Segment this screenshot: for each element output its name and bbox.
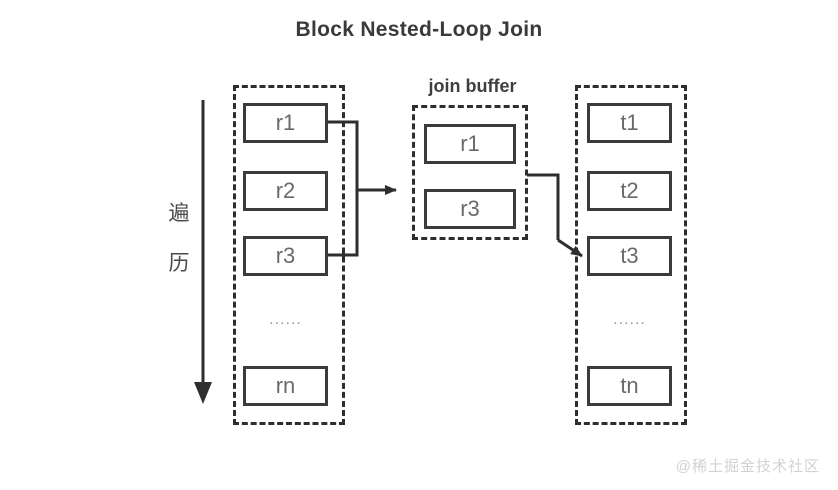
traverse-label-char1: 遍	[168, 202, 190, 225]
join-buffer-label: join buffer	[428, 76, 517, 96]
left-row-rn[interactable]: rn	[243, 366, 328, 406]
join-buffer-container	[412, 105, 528, 240]
right-table-container	[575, 85, 687, 425]
left-row-r2[interactable]: r2	[243, 171, 328, 211]
right-row-t2[interactable]: t2	[587, 171, 672, 211]
right-row-tn[interactable]: tn	[587, 366, 672, 406]
left-table-container	[233, 85, 345, 425]
buffer-to-right-connector	[527, 173, 583, 258]
traverse-label-char2: 历	[168, 252, 190, 275]
page-title: Block Nested-Loop Join	[295, 18, 543, 41]
right-row-t1[interactable]: t1	[587, 103, 672, 143]
left-row-r3[interactable]: r3	[243, 236, 328, 276]
left-row-r1[interactable]: r1	[243, 103, 328, 143]
buffer-row-r1[interactable]: r1	[424, 124, 516, 164]
traverse-arrow	[194, 100, 212, 404]
right-table-ellipsis: ......	[613, 311, 646, 328]
right-row-t3[interactable]: t3	[587, 236, 672, 276]
buffer-row-r3[interactable]: r3	[424, 189, 516, 229]
left-table-ellipsis: ......	[269, 311, 302, 328]
watermark: @稀土掘金技术社区	[675, 458, 820, 475]
